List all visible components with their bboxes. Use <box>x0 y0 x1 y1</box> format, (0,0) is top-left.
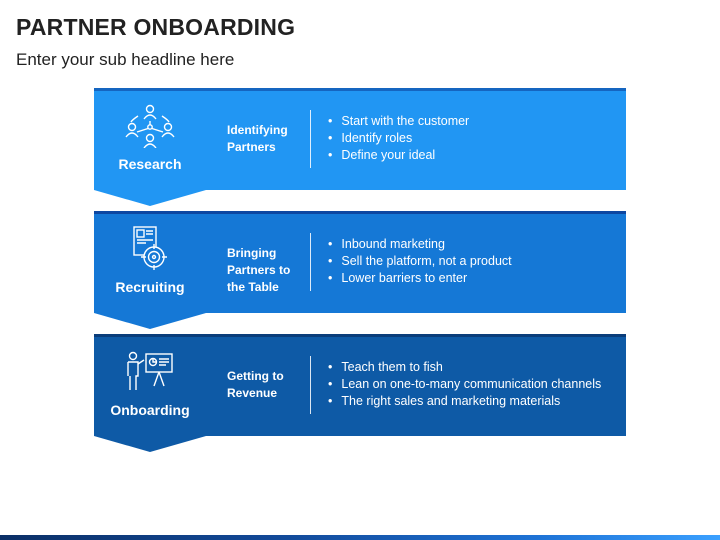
stage-subtitle: Identifying Partners <box>227 123 288 154</box>
stage-arrow <box>94 313 206 329</box>
stage-top-line <box>94 88 626 91</box>
list-item: Start with the customer <box>328 113 469 130</box>
stage-top-line <box>94 334 626 337</box>
stage-subtitle: Bringing Partners to the Table <box>227 246 291 294</box>
list-item: Lower barriers to enter <box>328 270 512 287</box>
list-item: Lean on one-to-many communication channe… <box>328 376 601 393</box>
divider <box>310 110 311 168</box>
stage-top-line <box>94 211 626 214</box>
bullet-list: Start with the customer Identify roles D… <box>328 113 469 164</box>
target-profile-icon <box>133 226 167 270</box>
list-item: Define your ideal <box>328 147 469 164</box>
divider <box>310 233 311 291</box>
bullet-list: Teach them to fish Lean on one-to-many c… <box>328 359 601 410</box>
team-network-icon <box>125 104 175 148</box>
stage-arrow <box>94 190 206 206</box>
page-title: PARTNER ONBOARDING <box>16 14 296 40</box>
presenter-board-icon <box>127 351 173 390</box>
stage-subtitle: Getting to Revenue <box>227 369 284 400</box>
page-subtitle: Enter your sub headline here <box>16 50 235 69</box>
stage-label: Research <box>118 156 182 172</box>
divider <box>310 356 311 414</box>
stage-label: Recruiting <box>115 279 185 295</box>
list-item: The right sales and marketing materials <box>328 393 601 410</box>
stage-arrow <box>94 436 206 452</box>
stage-recruiting: Recruiting Bringing Partners to the Tabl… <box>94 211 626 329</box>
list-item: Identify roles <box>328 130 469 147</box>
list-item: Teach them to fish <box>328 359 601 376</box>
stage-onboarding: Onboarding Getting to Revenue Teach them… <box>94 334 626 452</box>
stage-research: Research Identifying Partners Start with… <box>94 88 626 206</box>
list-item: Inbound marketing <box>328 236 512 253</box>
bullet-list: Inbound marketing Sell the platform, not… <box>328 236 512 287</box>
footer-bar <box>0 535 720 540</box>
list-item: Sell the platform, not a product <box>328 253 511 270</box>
stage-label: Onboarding <box>110 402 190 418</box>
